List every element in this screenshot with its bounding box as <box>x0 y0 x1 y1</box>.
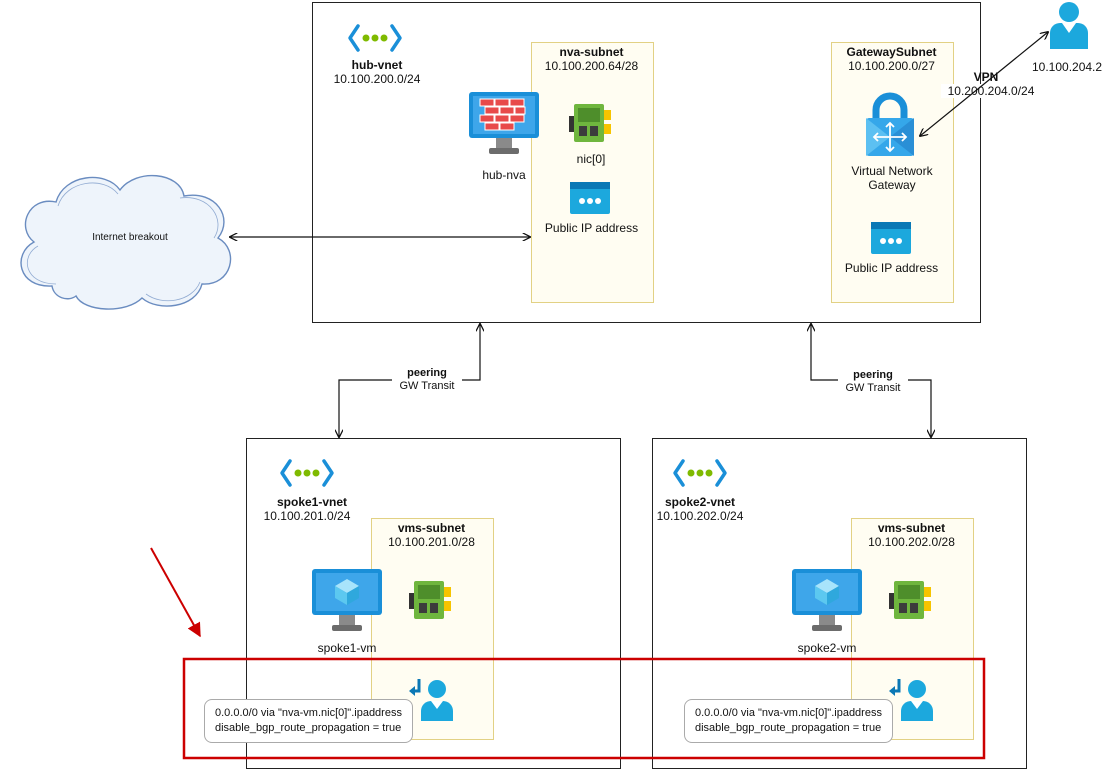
gateway-public-ip-label: Public IP address <box>844 261 939 275</box>
nic-icon <box>409 581 451 619</box>
spoke1-route-line2: disable_bgp_route_propagation = true <box>215 722 402 734</box>
vpn-user-icon <box>1050 2 1088 49</box>
gateway-subnet-name: GatewaySubnet <box>846 45 937 59</box>
spoke1-route-note: 0.0.0.0/0 via "nva-vm.nic[0]".ipaddress … <box>204 699 413 743</box>
peering1-title: peering <box>407 367 447 379</box>
highlight-box <box>182 657 986 760</box>
spoke1-route-line1: 0.0.0.0/0 via "nva-vm.nic[0]".ipaddress <box>215 707 402 719</box>
hub-vnet-name: hub-vnet <box>351 58 403 72</box>
spoke2-route-line2: disable_bgp_route_propagation = true <box>695 722 882 734</box>
spoke1-vnet-name: spoke1-vnet <box>276 495 348 509</box>
firewall-vm-icon <box>469 92 539 154</box>
spoke1-subnet-cidr: 10.100.201.0/28 <box>388 535 475 549</box>
nic-icon <box>889 581 931 619</box>
spoke2-vnet-cidr: 10.100.202.0/24 <box>656 509 744 523</box>
nva-subnet-box <box>531 42 654 303</box>
vm-icon <box>792 569 862 631</box>
spoke1-vnet-box <box>246 438 621 769</box>
spoke2-route-note: 0.0.0.0/0 via "nva-vm.nic[0]".ipaddress … <box>684 699 893 743</box>
peering1-sub: GW Transit <box>399 380 455 392</box>
internet-breakout-label: Internet breakout <box>92 232 168 243</box>
nva-public-ip-label: Public IP address <box>544 221 639 235</box>
vnet-icon <box>673 459 727 487</box>
nic-icon <box>569 104 611 142</box>
peering2-title: peering <box>853 369 893 381</box>
spoke2-vm-label: spoke2-vm <box>797 641 857 655</box>
spoke2-route-line1: 0.0.0.0/0 via "nva-vm.nic[0]".ipaddress <box>695 707 882 719</box>
spoke1-subnet-name: vms-subnet <box>397 521 466 535</box>
route-table-icon <box>409 679 453 721</box>
vm-icon <box>312 569 382 631</box>
spoke1-vm-label: spoke1-vm <box>317 641 377 655</box>
highlight-arrow <box>150 547 201 638</box>
spoke2-subnet-cidr: 10.100.202.0/28 <box>868 535 955 549</box>
spoke2-vnet-name: spoke2-vnet <box>664 495 736 509</box>
peering2-label: peering GW Transit <box>838 369 908 395</box>
vnet-icon <box>348 24 402 52</box>
spoke2-vnet-box <box>652 438 1027 769</box>
nva-subnet-name: nva-subnet <box>559 45 624 59</box>
hub-vnet-box <box>312 2 981 323</box>
nic-label: nic[0] <box>576 152 606 166</box>
public-ip-icon <box>871 222 911 254</box>
peering1-label: peering GW Transit <box>392 367 462 393</box>
gateway-label: Virtual Network Gateway <box>851 164 933 192</box>
nva-subnet-cidr: 10.100.200.64/28 <box>544 59 639 73</box>
spoke1-vnet-cidr: 10.100.201.0/24 <box>263 509 351 523</box>
gateway-subnet-cidr: 10.100.200.0/27 <box>848 59 935 73</box>
spoke2-subnet-name: vms-subnet <box>877 521 946 535</box>
internet-cloud-icon <box>20 174 232 310</box>
virtual-network-gateway-icon <box>866 92 914 156</box>
vpn-connector <box>920 32 1048 136</box>
vnet-icon <box>280 459 334 487</box>
public-ip-icon <box>570 182 610 214</box>
peering2-sub: GW Transit <box>845 382 901 394</box>
hub-vnet-cidr: 10.100.200.0/24 <box>333 72 421 86</box>
hub-nva-label: hub-nva <box>482 168 526 182</box>
route-table-icon <box>889 679 933 721</box>
